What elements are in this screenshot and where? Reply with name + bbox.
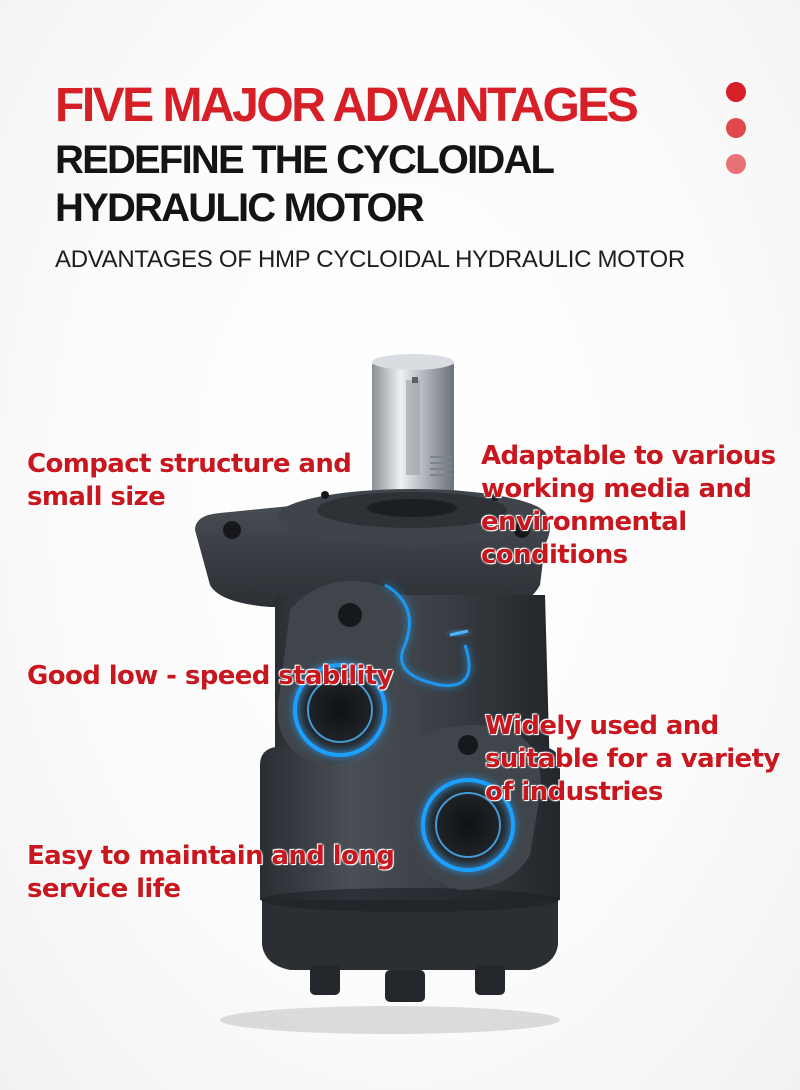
feature-compact-line-1: Compact structure and	[27, 449, 352, 479]
feature-compact-line-2: small size	[27, 482, 166, 512]
feature-adaptable-line-3: environmental	[481, 507, 687, 537]
feature-maintenance-line-1: Easy to maintain and long	[27, 841, 395, 871]
headline: FIVE MAJOR ADVANTAGES	[55, 79, 639, 132]
dot-icon	[726, 118, 746, 138]
tagline: ADVANTAGES OF HMP CYCLOIDAL HYDRAULIC MO…	[55, 246, 685, 273]
feature-low-speed: Good low - speed stability	[27, 660, 394, 693]
hydraulic-motor-illustration	[195, 354, 560, 1034]
feature-adaptable-line-1: Adaptable to various	[481, 441, 776, 471]
feature-widely-used-line-1: Widely used and	[485, 711, 719, 741]
feature-compact: Compact structure and small size	[27, 448, 352, 514]
feature-adaptable-line-4: conditions	[481, 540, 628, 570]
feature-maintenance: Easy to maintain and long service life	[27, 840, 395, 906]
dot-icon	[726, 154, 746, 174]
feature-widely-used-line-3: of industries	[485, 777, 663, 807]
subheadline-line-2: HYDRAULIC MOTOR	[55, 186, 425, 230]
feature-adaptable-line-2: working media and	[481, 474, 752, 504]
dot-icon	[726, 82, 746, 102]
feature-maintenance-line-2: service life	[27, 874, 181, 904]
feature-widely-used-line-2: suitable for a variety	[485, 744, 780, 774]
subheadline-line-1: REDEFINE THE CYCLOIDAL	[55, 138, 555, 182]
feature-adaptable: Adaptable to various working media and e…	[481, 440, 776, 572]
feature-widely-used: Widely used and suitable for a variety o…	[485, 710, 780, 809]
dots-decoration-icon	[726, 82, 748, 182]
feature-low-speed-line-1: Good low - speed stability	[27, 661, 394, 691]
